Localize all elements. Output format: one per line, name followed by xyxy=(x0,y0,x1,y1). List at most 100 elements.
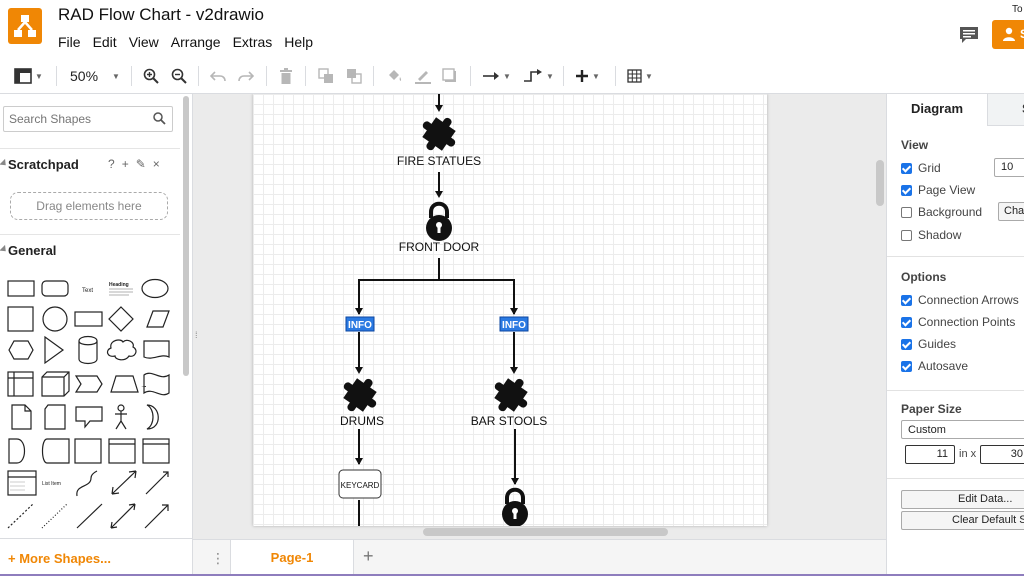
shape-trapezoid[interactable] xyxy=(110,375,139,393)
drawio-logo[interactable] xyxy=(8,8,42,44)
node-front-door[interactable]: FRONT DOOR xyxy=(399,201,480,254)
node-drums[interactable]: DRUMS xyxy=(333,368,387,428)
add-icon[interactable]: + xyxy=(121,157,129,171)
shape-container[interactable] xyxy=(108,438,136,464)
menu-file[interactable]: File xyxy=(58,34,81,50)
close-icon[interactable]: × xyxy=(152,157,160,171)
edit-icon[interactable]: ✎ xyxy=(135,157,146,171)
shape-data-storage[interactable] xyxy=(41,438,70,464)
format-panel-toggle[interactable]: ▼ xyxy=(14,66,43,86)
clear-default-style-button[interactable]: Clear Default S xyxy=(901,511,1024,530)
connection-arrows-checkbox[interactable] xyxy=(901,294,912,306)
menu-arrange[interactable]: Arrange xyxy=(170,34,221,50)
search-input[interactable] xyxy=(9,112,149,126)
connection-arrows-option[interactable]: Connection Arrows xyxy=(901,293,1019,307)
shape-directional-connector[interactable] xyxy=(144,504,169,529)
change-background-button[interactable]: Cha xyxy=(998,202,1024,221)
search-box[interactable] xyxy=(3,106,173,132)
guides-checkbox[interactable] xyxy=(901,338,912,350)
autosave-checkbox[interactable] xyxy=(901,360,912,372)
shape-diamond[interactable] xyxy=(108,306,134,332)
shape-triangle[interactable] xyxy=(44,335,65,365)
shape-note[interactable] xyxy=(11,404,32,430)
page-view-checkbox[interactable] xyxy=(901,184,912,196)
sidebar-scrollbar[interactable] xyxy=(181,94,191,384)
scratchpad-dropzone[interactable]: Drag elements here xyxy=(10,192,168,220)
tab-diagram[interactable]: Diagram xyxy=(887,94,987,126)
horizontal-scrollbar[interactable] xyxy=(423,528,668,536)
autosave-option[interactable]: Autosave xyxy=(901,359,968,373)
menu-edit[interactable]: Edit xyxy=(92,34,117,50)
document-title[interactable]: RAD Flow Chart - v2drawio xyxy=(58,5,264,24)
shape-process[interactable] xyxy=(74,311,103,327)
edit-data-button[interactable]: Edit Data... xyxy=(901,490,1024,509)
shape-document[interactable] xyxy=(143,340,170,359)
shape-or[interactable] xyxy=(146,404,159,430)
shape-internal-storage[interactable] xyxy=(7,371,34,397)
grid-checkbox[interactable] xyxy=(901,162,912,174)
scratchpad-header[interactable]: Scratchpad ? + ✎ × xyxy=(0,148,180,178)
shape-hexagon[interactable] xyxy=(8,340,34,360)
shape-card[interactable] xyxy=(44,404,66,430)
add-page-button[interactable]: + xyxy=(363,546,374,566)
node-lock-bottom[interactable] xyxy=(500,487,530,526)
pages-menu-icon[interactable]: ⋮ xyxy=(211,550,225,566)
shape-dashed-line[interactable] xyxy=(7,503,34,529)
shape-parallelogram[interactable] xyxy=(146,310,170,328)
paper-width-input[interactable]: 11 xyxy=(905,445,955,464)
shape-square-2[interactable] xyxy=(74,438,102,464)
shape-list[interactable] xyxy=(7,470,37,496)
shape-actor[interactable] xyxy=(115,404,127,430)
background-option[interactable]: Background xyxy=(901,205,982,219)
vertical-scrollbar[interactable] xyxy=(876,160,884,206)
to-back-icon[interactable] xyxy=(346,66,362,86)
grid-size-input[interactable]: 10 xyxy=(994,158,1024,177)
shape-curve[interactable] xyxy=(76,470,98,497)
shape-ellipse[interactable] xyxy=(141,278,169,299)
shape-dotted-line[interactable] xyxy=(41,503,68,529)
node-keycard[interactable]: KEYCARD xyxy=(338,469,382,499)
shape-tape[interactable] xyxy=(143,372,170,396)
zoom-out-icon[interactable] xyxy=(171,66,187,86)
shadow-checkbox[interactable] xyxy=(901,229,912,241)
tab-page-1[interactable]: Page-1 xyxy=(230,540,354,576)
user-name[interactable]: To xyxy=(1012,4,1023,15)
shape-bidirectional-arrow[interactable] xyxy=(111,470,137,495)
diagram-canvas[interactable]: FIRE STATUES FRONT DOOR INFO INFO DRUMS … xyxy=(193,94,886,539)
shape-list-item[interactable]: List Item xyxy=(42,481,61,487)
shape-delay[interactable] xyxy=(8,438,26,464)
shape-callout[interactable] xyxy=(75,406,103,429)
node-bar-stools[interactable]: BAR STOOLS xyxy=(471,368,547,428)
shape-step[interactable] xyxy=(74,375,103,393)
help-icon[interactable]: ? xyxy=(108,157,115,171)
menu-help[interactable]: Help xyxy=(284,34,314,50)
connection-points-option[interactable]: Connection Points xyxy=(901,315,1015,329)
grid-option[interactable]: Grid xyxy=(901,161,941,175)
node-info-left[interactable]: INFO xyxy=(345,316,375,332)
menu-extras[interactable]: Extras xyxy=(232,34,273,50)
flowchart[interactable]: FIRE STATUES FRONT DOOR INFO INFO DRUMS … xyxy=(253,94,767,526)
shape-cloud[interactable] xyxy=(106,339,137,361)
page-view-option[interactable]: Page View xyxy=(901,183,975,197)
zoom-in-icon[interactable] xyxy=(143,66,159,86)
paper-size-select[interactable]: Custom xyxy=(901,420,1024,439)
shape-rectangle[interactable] xyxy=(7,280,35,297)
shape-line[interactable] xyxy=(76,503,103,529)
shadow-option[interactable]: Shadow xyxy=(901,228,961,242)
background-checkbox[interactable] xyxy=(901,206,912,218)
tab-style[interactable]: S xyxy=(987,94,1024,126)
node-info-right[interactable]: INFO xyxy=(499,316,529,332)
paper-height-input[interactable]: 30 xyxy=(980,445,1024,464)
shape-square[interactable] xyxy=(7,306,34,332)
more-shapes-button[interactable]: + More Shapes... xyxy=(0,538,192,576)
shape-arrow[interactable] xyxy=(145,471,169,495)
shape-cylinder[interactable] xyxy=(78,335,98,365)
general-header[interactable]: General xyxy=(0,234,180,264)
table-menu[interactable]: ▼ xyxy=(627,66,653,86)
line-color-icon[interactable] xyxy=(414,66,432,86)
shape-heading[interactable]: Heading xyxy=(109,282,129,288)
fill-color-icon[interactable] xyxy=(386,66,404,86)
to-front-icon[interactable] xyxy=(318,66,334,86)
shape-cube[interactable] xyxy=(41,371,70,397)
comments-icon[interactable] xyxy=(958,25,980,50)
